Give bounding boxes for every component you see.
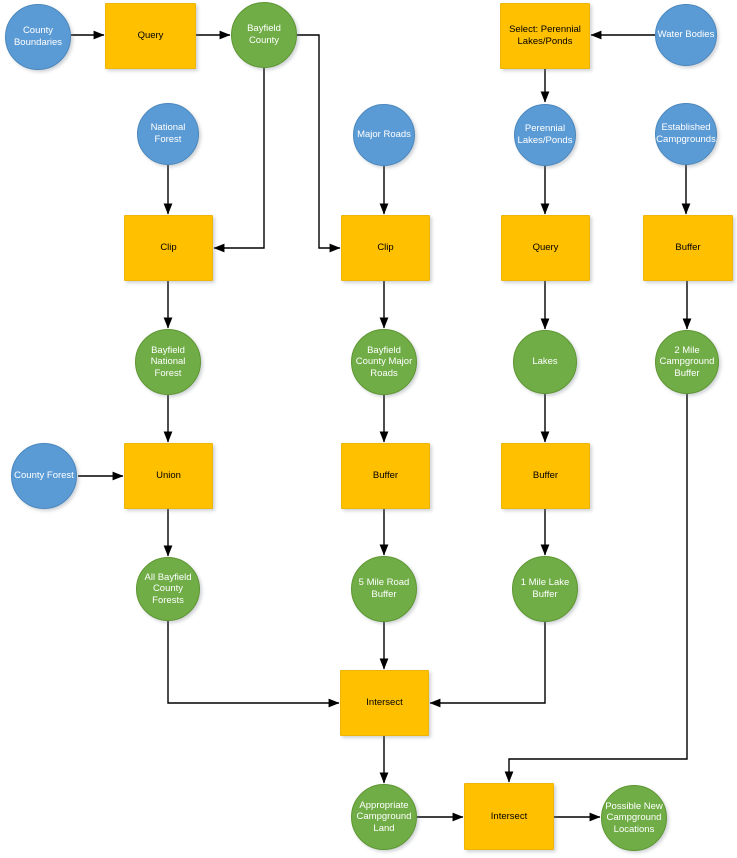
node-five-mile-road-buffer: 5 Mile Road Buffer [351,556,417,622]
node-intersect-2: Intersect [464,783,554,850]
node-label: All Bayfield County Forests [144,571,192,606]
node-label: Buffer [372,470,399,482]
node-label: 5 Mile Road Buffer [358,577,410,600]
node-one-mile-lake-buffer: 1 Mile Lake Buffer [512,556,578,622]
node-label: Select: Perennial Lakes/Ponds [509,24,581,47]
node-label: 2 Mile Campground Buffer [659,344,715,379]
node-label: National Forest [150,122,186,145]
node-label: 1 Mile Lake Buffer [520,577,570,600]
node-county-boundaries: County Boundaries [5,4,71,70]
node-label: Major Roads [357,129,411,141]
node-label: Query [532,242,559,254]
node-label: Lakes [532,356,558,368]
edge-bayfield-county-to-clip-2 [297,34,341,253]
node-label: Appropriate Campground Land [356,799,412,834]
edge-all-bayfield-county-forests-to-intersect-1 [167,621,340,708]
node-query-1: Query [105,3,196,69]
node-union: Union [124,443,213,509]
node-established-campgrounds: Established Campgrounds [655,103,717,165]
node-select-perennial-lakes-ponds: Select: Perennial Lakes/Ponds [500,3,590,69]
node-two-mile-campground-buffer: 2 Mile Campground Buffer [655,330,719,394]
node-national-forest: National Forest [137,103,199,165]
node-water-bodies: Water Bodies [655,4,717,66]
node-perennial-lakes-ponds: Perennial Lakes/Ponds [514,104,576,166]
node-label: Buffer [675,242,701,254]
node-county-forest: County Forest [11,443,77,509]
node-bayfield-county-major-roads: Bayfield County Major Roads [351,329,417,395]
node-label: Intersect [366,697,403,709]
edge-one-mile-lake-buffer-to-intersect-1 [429,622,546,708]
node-label: County Forest [14,470,74,482]
node-label: Clip [160,242,177,254]
node-buffer-roads: Buffer [341,443,430,509]
node-appropriate-campground-land: Appropriate Campground Land [351,784,417,850]
node-label: Bayfield County [247,23,281,46]
node-label: Clip [377,242,394,254]
node-label: Perennial Lakes/Ponds [517,123,573,146]
node-possible-new-campground-locations: Possible New Campground Locations [601,785,667,851]
node-label: Bayfield County Major Roads [355,344,413,379]
node-major-roads: Major Roads [353,104,415,166]
node-clip-1: Clip [124,215,213,281]
node-all-bayfield-county-forests: All Bayfield County Forests [136,557,200,621]
node-buffer-campgrounds: Buffer [643,215,733,281]
node-label: Established Campgrounds [656,122,716,145]
node-bayfield-national-forest: Bayfield National Forest [135,329,201,395]
node-query-2: Query [501,215,590,281]
node-buffer-lakes: Buffer [501,443,590,509]
node-clip-2: Clip [341,215,430,281]
edge-bayfield-county-to-clip-1 [213,68,265,253]
node-label: Intersect [490,810,528,822]
node-label: County Boundaries [13,25,63,48]
node-bayfield-county: Bayfield County [231,2,297,68]
edge-two-mile-campground-buffer-to-intersect-2 [504,394,688,783]
node-lakes: Lakes [513,330,577,394]
node-label: Buffer [532,470,559,482]
node-label: Union [156,470,181,482]
node-label: Water Bodies [657,29,715,41]
node-label: Possible New Campground Locations [605,800,663,835]
node-label: Query [137,30,164,42]
node-intersect-1: Intersect [340,670,429,736]
node-label: Bayfield National Forest [150,344,186,379]
